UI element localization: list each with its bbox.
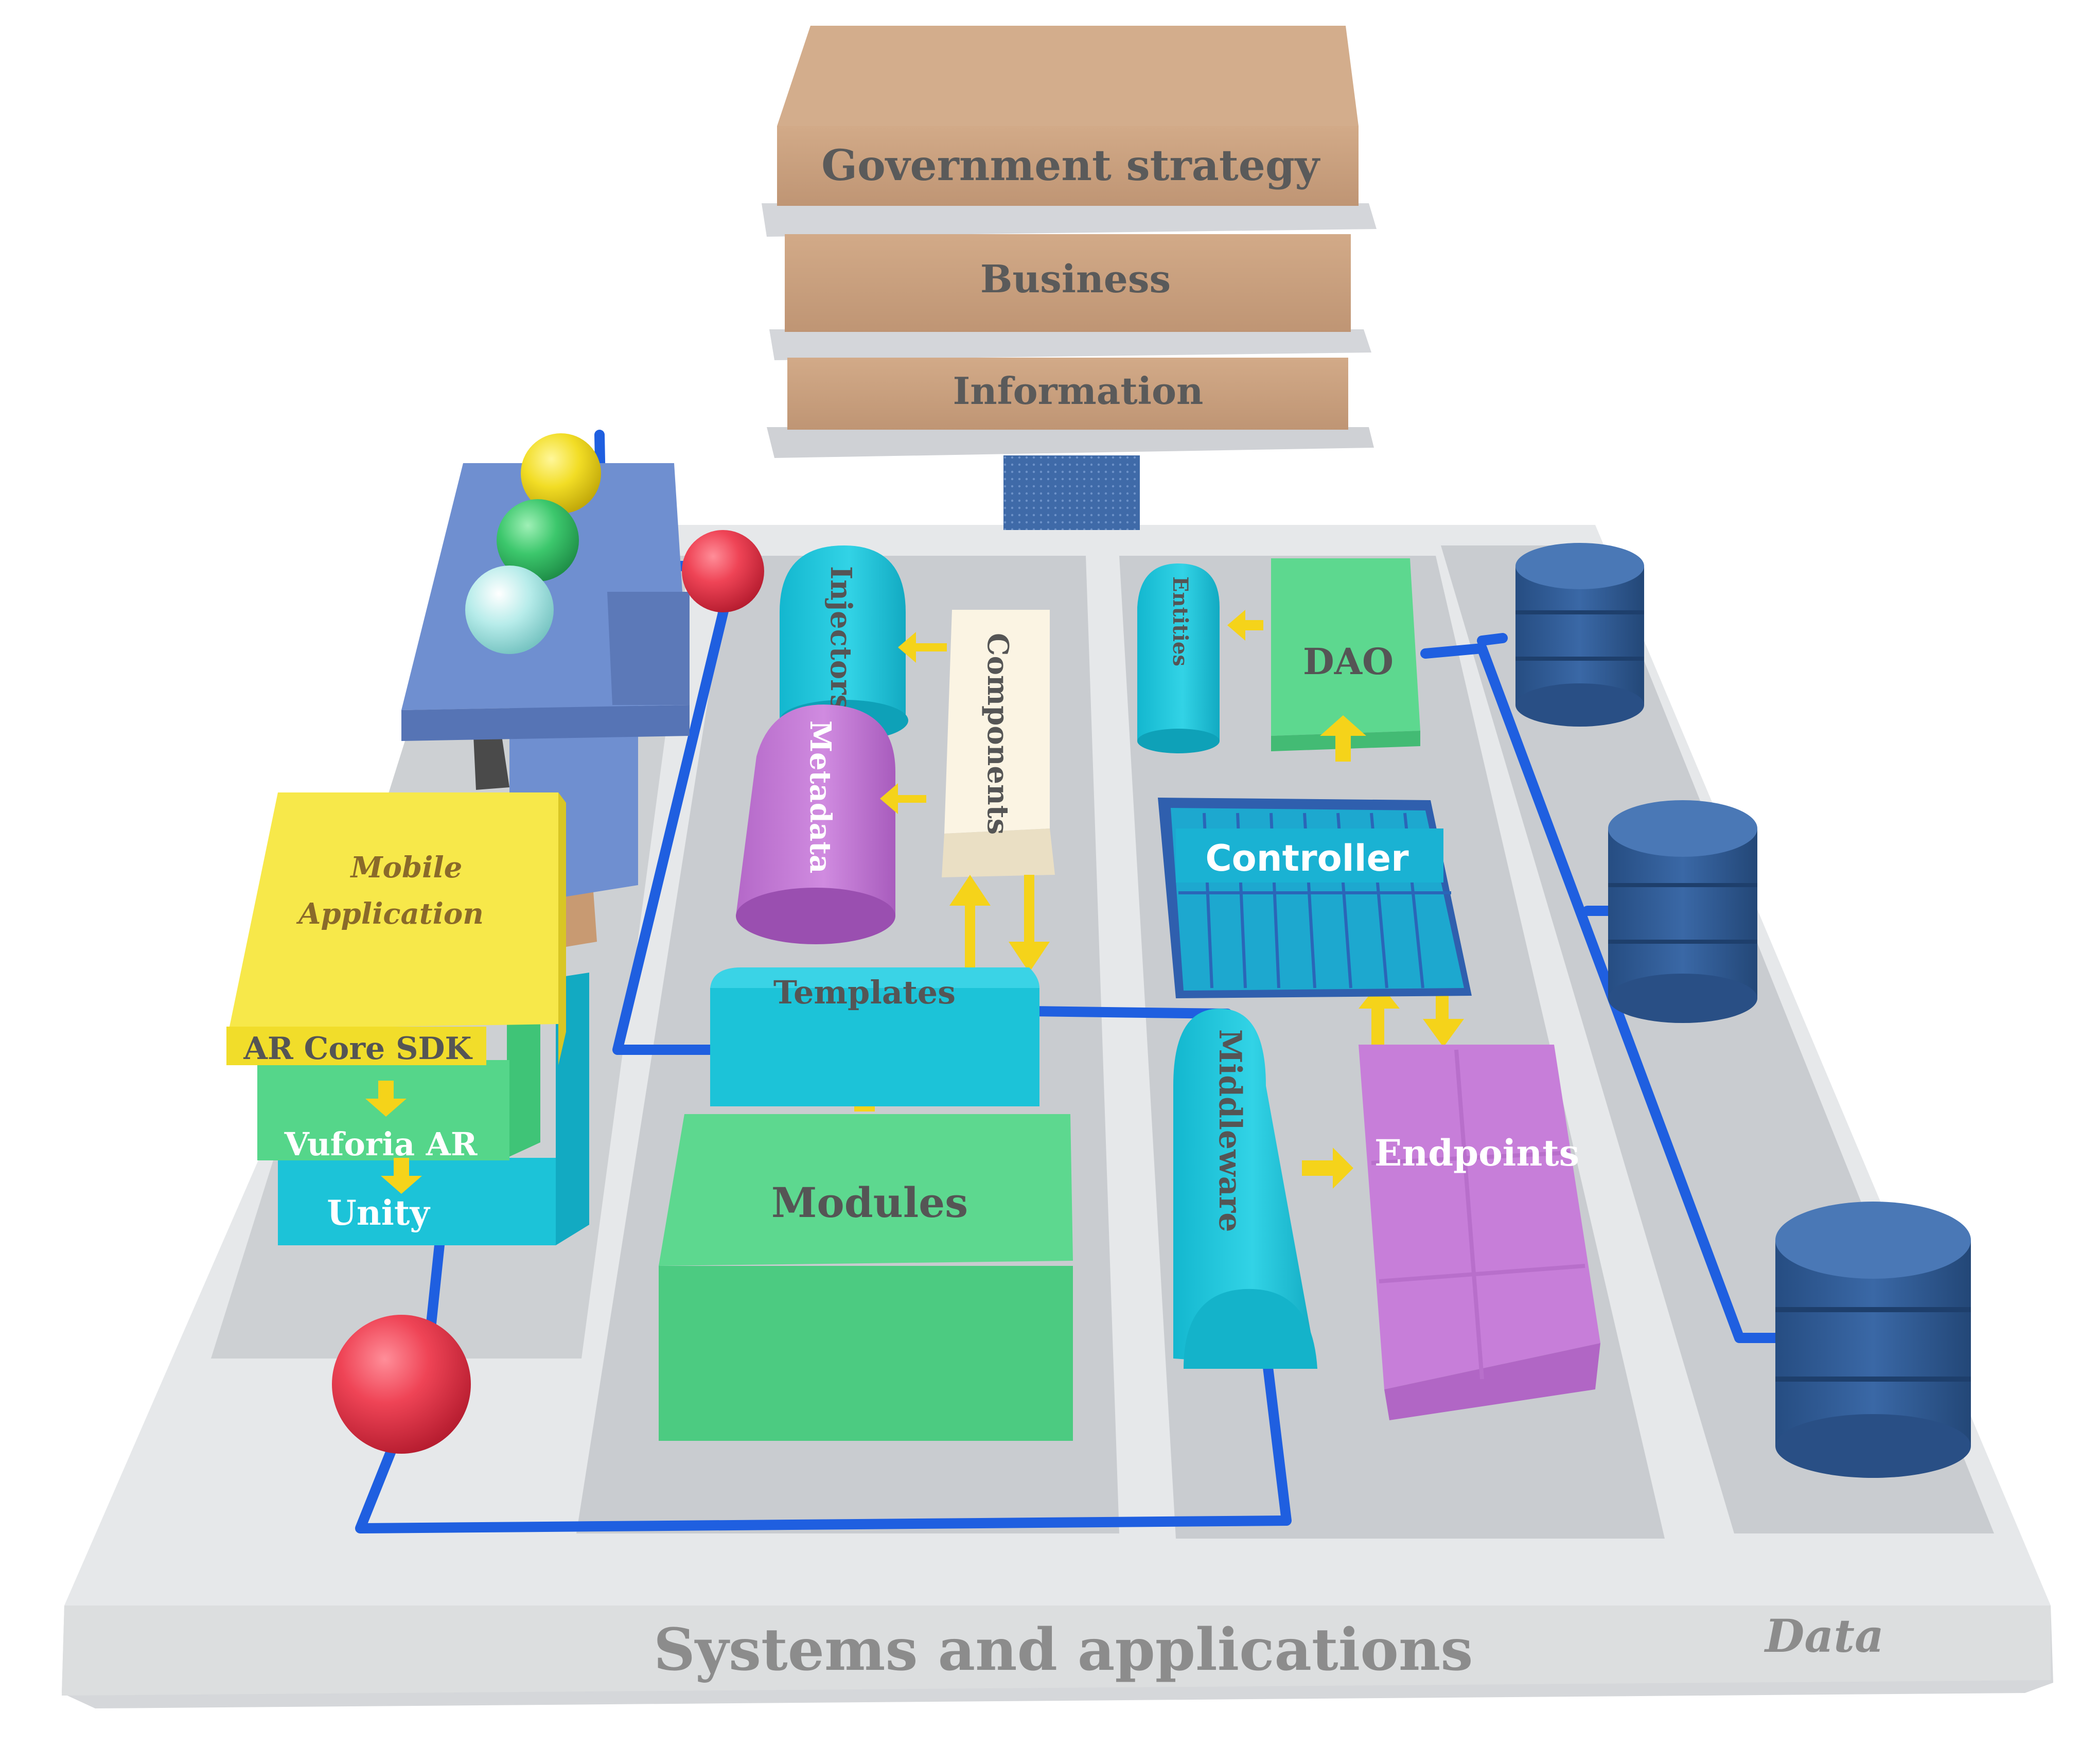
status-light-yellow (521, 433, 601, 514)
mobile-app-label-line1: Mobile (350, 851, 463, 885)
connector-ball-top (682, 530, 764, 612)
metadata-label: Metadata (803, 720, 837, 873)
status-lights (465, 433, 601, 654)
data-label: Data (1764, 1609, 1884, 1663)
endpoints-block: Endpoints (1359, 1045, 1600, 1420)
status-light-mint (465, 566, 554, 654)
database-top (1515, 543, 1644, 727)
middleware-cylinder: Middleware (1173, 1009, 1317, 1369)
unity-block: Unity (278, 973, 589, 1245)
layer-business-label: Business (980, 257, 1171, 302)
frontend-arrows (854, 632, 1050, 1112)
entities-cylinder: Entities (1137, 563, 1220, 753)
layer-strategy-label: Government strategy (821, 141, 1320, 190)
vuforia-label: Vuforia AR (284, 1125, 478, 1163)
entities-label: Entities (1168, 576, 1192, 666)
systems-applications-label: Systems and applications (654, 1616, 1473, 1684)
layer-business: Business (785, 234, 1351, 332)
status-light-green (497, 499, 579, 581)
middleware-label: Middleware (1212, 1029, 1248, 1232)
unity-label: Unity (327, 1193, 430, 1233)
dao-label: DAO (1303, 640, 1394, 683)
modules-block: Modules (659, 1114, 1073, 1441)
dao-block: DAO (1271, 558, 1420, 751)
database-middle (1608, 800, 1757, 1023)
arcore-label: AR Core SDK (243, 1031, 472, 1067)
controller-panel: Controller (1158, 798, 1472, 998)
injectors-label: Injectors (824, 566, 858, 711)
tower-stem (1003, 455, 1140, 530)
database-bottom (1775, 1202, 1971, 1478)
controller-label: Controller (1205, 837, 1409, 879)
endpoints-label: Endpoints (1374, 1132, 1579, 1174)
templates-cylinder: Templates (710, 967, 1039, 1106)
metadata-cylinder: Metadata (736, 704, 895, 944)
layer-information: Information (787, 358, 1348, 430)
components-block: Components (942, 610, 1055, 877)
templates-label: Templates (773, 974, 956, 1011)
layer-government-strategy: Government strategy (777, 26, 1359, 206)
information-tower: Government strategy Business Information (762, 26, 1377, 530)
components-label: Components (981, 633, 1015, 835)
backend-arrows (1227, 610, 1464, 1189)
arcore-block: AR Core SDK Mobile Application (226, 792, 566, 1067)
modules-label: Modules (771, 1178, 968, 1227)
mobile-arrows (365, 1081, 422, 1194)
layer-information-label: Information (953, 369, 1204, 413)
connector-ball-bottom (332, 1315, 471, 1454)
mobile-app-label-line2: Application (296, 897, 484, 931)
